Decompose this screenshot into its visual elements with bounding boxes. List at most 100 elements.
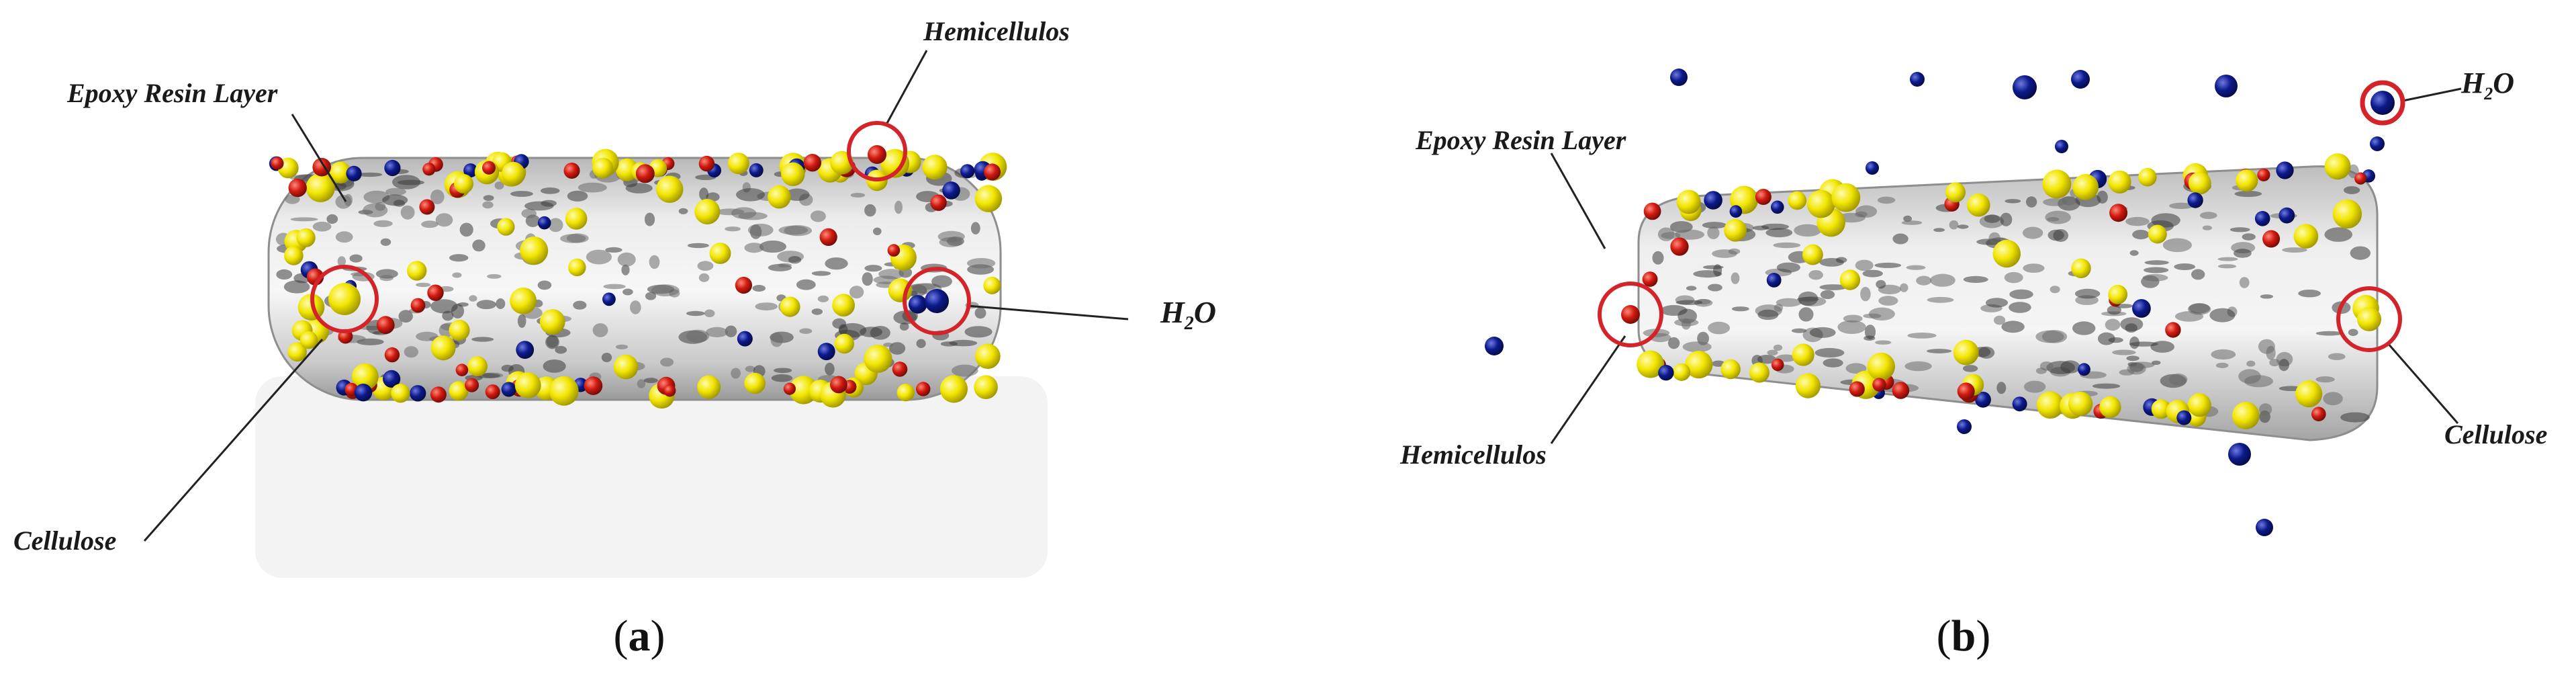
lattice-pore bbox=[811, 308, 823, 315]
cellulose-sphere bbox=[296, 228, 316, 247]
cellulose-sphere bbox=[1839, 269, 1861, 290]
cellulose-sphere bbox=[2232, 402, 2260, 429]
lattice-pore bbox=[510, 191, 533, 197]
water-sphere bbox=[2012, 396, 2027, 412]
cellulose-sphere bbox=[329, 161, 352, 184]
hemicellulose-sphere bbox=[1872, 378, 1886, 392]
cellulose-sphere bbox=[2151, 399, 2171, 419]
hemicellulose-sphere bbox=[783, 382, 796, 395]
water-sphere bbox=[737, 331, 753, 347]
hemicellulose-sphere bbox=[635, 164, 655, 183]
panel-b-water-highlight bbox=[2360, 80, 2405, 126]
lattice-pore bbox=[687, 243, 709, 249]
cellulose-sphere bbox=[2236, 169, 2258, 192]
cellulose-sphere bbox=[2293, 224, 2319, 249]
lattice-pore bbox=[2060, 360, 2080, 374]
cellulose-sphere bbox=[2108, 284, 2128, 304]
lattice-pore bbox=[2041, 330, 2068, 343]
lattice-pore bbox=[862, 272, 873, 286]
hemicellulose-sphere bbox=[735, 276, 752, 294]
water-sphere bbox=[1766, 273, 1782, 288]
lattice-pore bbox=[1660, 305, 1688, 316]
lattice-pore bbox=[2128, 362, 2155, 368]
lattice-pore bbox=[2132, 230, 2150, 240]
hemicellulose-sphere bbox=[892, 362, 908, 377]
cellulose-sphere bbox=[613, 354, 639, 380]
water-sphere bbox=[346, 165, 362, 181]
lattice-pore bbox=[524, 201, 554, 211]
lattice-pore bbox=[770, 332, 783, 347]
lattice-pore bbox=[1994, 315, 2006, 325]
hemicellulose-sphere-highlighted bbox=[868, 145, 886, 164]
lattice-pore bbox=[698, 273, 710, 282]
lattice-pore bbox=[543, 359, 566, 373]
water-sphere bbox=[2279, 207, 2295, 224]
lattice-pore bbox=[312, 221, 332, 232]
lattice-pore bbox=[2340, 412, 2370, 423]
cellulose-sphere bbox=[1685, 351, 1713, 379]
lattice-pore bbox=[2072, 321, 2096, 335]
cellulose-sphere bbox=[832, 294, 855, 316]
lattice-pore bbox=[939, 237, 963, 247]
water-sphere bbox=[501, 382, 516, 397]
panel-b-cellulose-highlight bbox=[2336, 286, 2402, 352]
lattice-pore bbox=[1996, 382, 2007, 394]
panel-a: Epoxy Resin Layer Hemicellulos H2O Cellu… bbox=[13, 16, 1216, 661]
water-sphere bbox=[1729, 205, 1743, 218]
lattice-pore bbox=[2211, 349, 2236, 360]
lattice-pore bbox=[2097, 332, 2115, 345]
hemicellulose-sphere bbox=[1670, 237, 1689, 256]
cellulose-sphere bbox=[2042, 169, 2072, 199]
lattice-pore bbox=[825, 257, 848, 270]
lattice-pore bbox=[573, 300, 587, 310]
lattice-pore bbox=[1916, 275, 1932, 286]
cellulose-sphere bbox=[880, 148, 910, 178]
lattice-pore bbox=[660, 357, 674, 367]
lattice-pore bbox=[472, 239, 486, 252]
lattice-pore bbox=[706, 327, 728, 337]
water-sphere bbox=[2078, 363, 2090, 376]
cellulose-sphere bbox=[514, 372, 541, 398]
lattice-pore bbox=[952, 364, 978, 377]
lattice-pore bbox=[603, 284, 626, 290]
lattice-pore bbox=[1862, 269, 1883, 278]
cellulose-sphere-highlighted bbox=[2357, 307, 2381, 331]
lattice-pore bbox=[864, 265, 882, 272]
lattice-pore bbox=[699, 187, 709, 201]
lattice-pore bbox=[2045, 210, 2071, 224]
lattice-pore bbox=[2234, 190, 2262, 198]
lattice-pore bbox=[1707, 226, 1720, 239]
cellulose-sphere bbox=[2072, 174, 2099, 200]
lattice-pore bbox=[825, 362, 835, 376]
hemicellulose-sphere bbox=[1755, 189, 1772, 205]
lattice-pore bbox=[621, 264, 630, 275]
cellulose-sphere bbox=[2099, 396, 2121, 418]
cellulose-sphere bbox=[2188, 171, 2211, 195]
lattice-pore bbox=[382, 194, 408, 206]
lattice-pore bbox=[2269, 359, 2281, 367]
cellulose-sphere bbox=[1792, 343, 1814, 366]
cellulose-sphere bbox=[781, 162, 805, 186]
lattice-pore bbox=[615, 344, 629, 349]
lattice-pore bbox=[1819, 284, 1847, 290]
lattice-pore bbox=[373, 220, 393, 227]
lattice-pore bbox=[849, 286, 864, 299]
cellulose-sphere bbox=[1992, 239, 2021, 268]
hemicellulose-sphere bbox=[410, 298, 426, 313]
lattice-pore bbox=[2174, 263, 2196, 270]
free-water-sphere bbox=[1670, 69, 1688, 86]
cellulose-sphere bbox=[391, 384, 410, 403]
lattice-pore bbox=[883, 342, 894, 347]
lattice-pore bbox=[1776, 298, 1802, 307]
cellulose-sphere bbox=[300, 331, 318, 349]
lattice-pore bbox=[1868, 307, 1895, 321]
lattice-pore bbox=[2105, 318, 2121, 331]
lattice-pore bbox=[686, 329, 710, 343]
hemicellulose-sphere bbox=[1892, 382, 1910, 399]
free-water-sphere bbox=[1910, 72, 1925, 87]
lattice-pore bbox=[2242, 233, 2256, 241]
lattice-pore bbox=[451, 304, 465, 318]
lattice-pore bbox=[487, 273, 502, 279]
lattice-pore bbox=[494, 181, 504, 190]
cellulose-sphere bbox=[864, 344, 892, 373]
